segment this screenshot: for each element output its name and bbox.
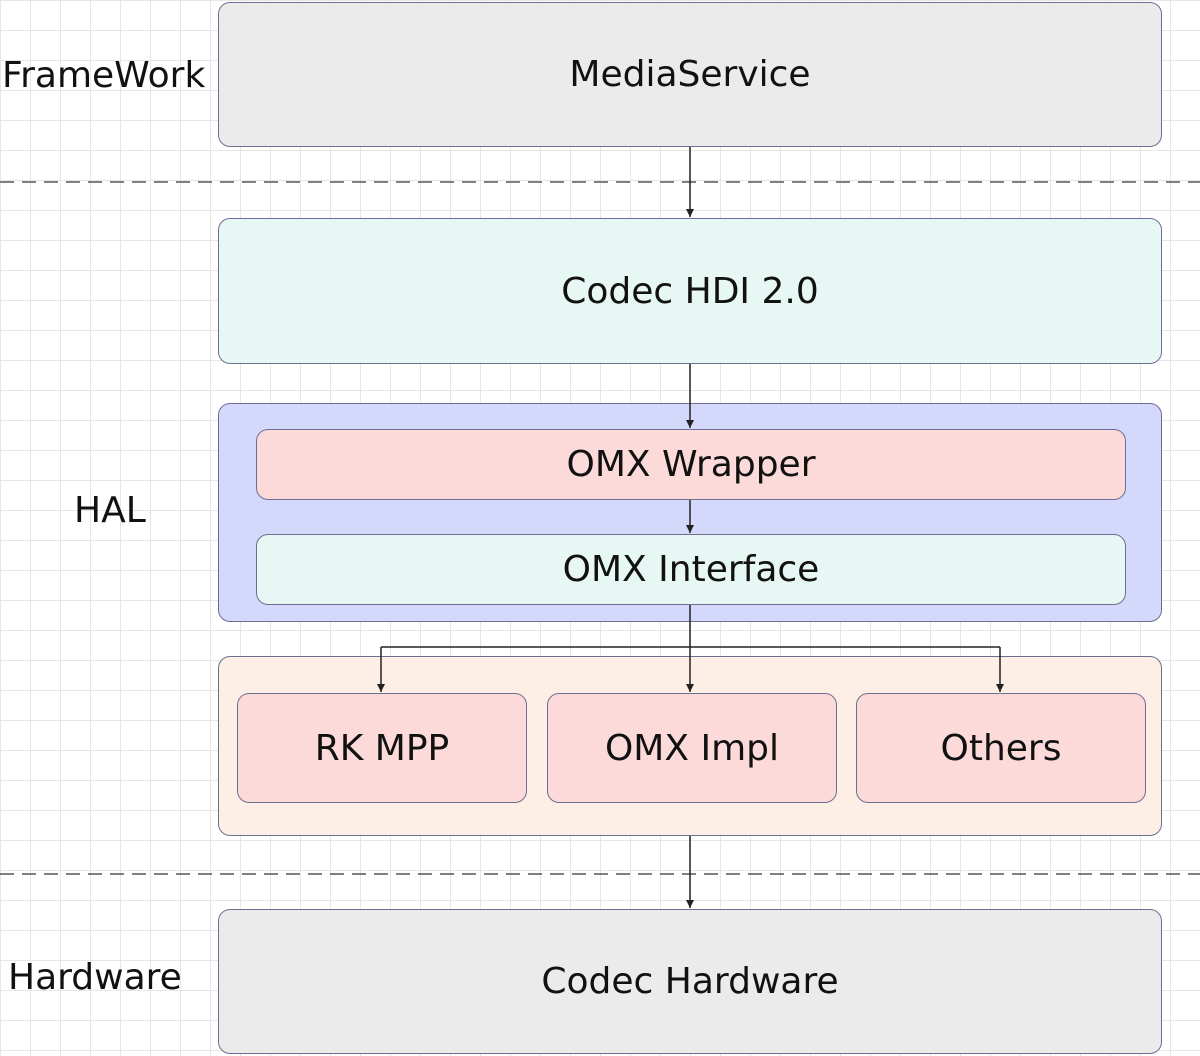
omx-interface-box: OMX Interface — [256, 534, 1126, 605]
codec-hardware-box: Codec Hardware — [218, 909, 1162, 1054]
codec-hdi-box: Codec HDI 2.0 — [218, 218, 1162, 364]
omx-impl-box: OMX Impl — [547, 693, 837, 803]
others-box: Others — [856, 693, 1146, 803]
layer-label-framework: FrameWork — [2, 55, 206, 96]
layer-label-hal: HAL — [74, 490, 146, 531]
rk-mpp-box: RK MPP — [237, 693, 527, 803]
omx-wrapper-box: OMX Wrapper — [256, 429, 1126, 500]
layer-label-hardware: Hardware — [8, 957, 182, 998]
media-service-box: MediaService — [218, 2, 1162, 147]
